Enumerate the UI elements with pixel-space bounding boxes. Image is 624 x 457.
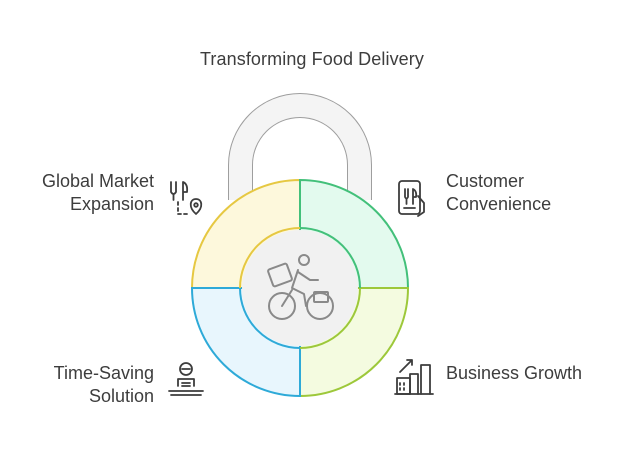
- label-global-market-expansion: Global Market Expansion: [41, 171, 154, 214]
- diagram-title: Transforming Food Delivery: [199, 49, 424, 69]
- operator-desk-icon: [168, 362, 204, 396]
- label-business-growth: Business Growth: [446, 363, 583, 383]
- label-customer-convenience: Customer Convenience: [446, 171, 552, 214]
- phone-menu-icon: [398, 180, 425, 217]
- delivery-cyclist-icon: [267, 254, 334, 320]
- center-disk: [242, 230, 358, 346]
- growth-chart-icon: [394, 359, 434, 395]
- fork-map-pin-icon: [170, 181, 203, 215]
- label-time-saving-solution: Time-Saving Solution: [53, 363, 154, 406]
- lock-shackle: [228, 93, 372, 200]
